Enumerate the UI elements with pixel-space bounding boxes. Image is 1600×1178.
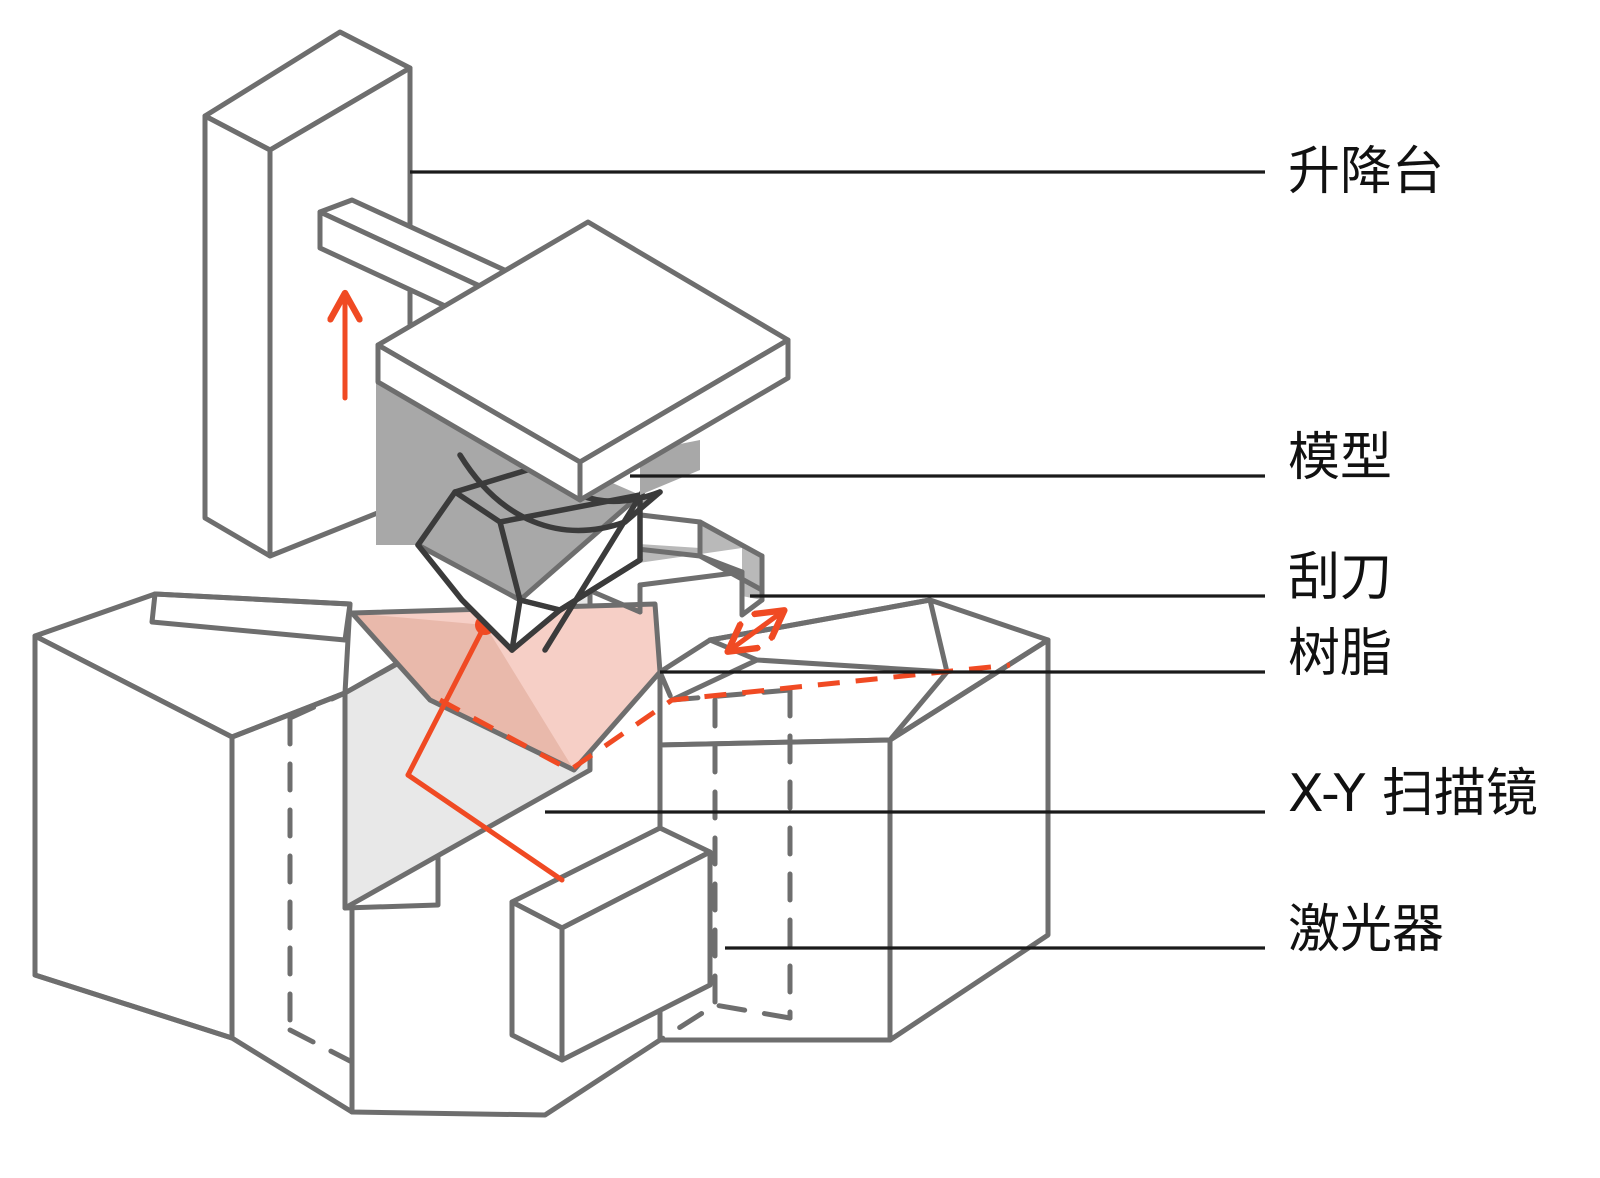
build-platform	[375, 219, 791, 503]
label-blade: 刮刀	[1288, 548, 1393, 608]
label-scanner: X-Y 扫描镜	[1288, 764, 1538, 824]
label-model: 模型	[1288, 428, 1393, 488]
blade-double-arrow	[730, 612, 782, 650]
label-elevator: 升降台	[1288, 142, 1445, 202]
label-resin: 树脂	[1288, 624, 1393, 684]
leader-lines	[410, 170, 1265, 950]
vertical-column	[202, 29, 413, 559]
laser-box	[509, 825, 713, 1063]
resin-surface	[349, 601, 663, 773]
label-laser: 激光器	[1288, 900, 1445, 960]
